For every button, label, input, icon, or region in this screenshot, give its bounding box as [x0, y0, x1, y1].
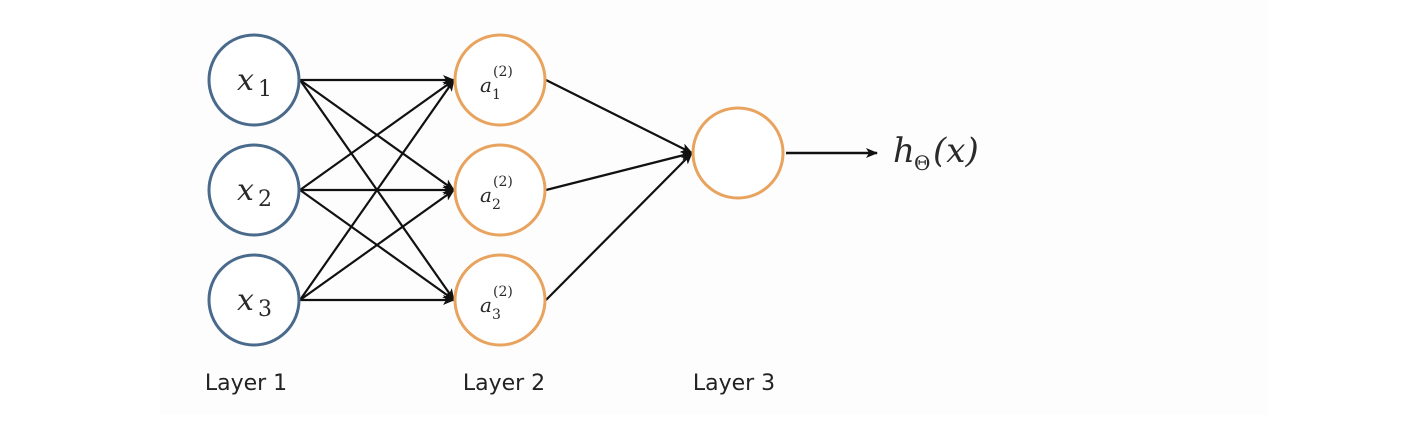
layer-1-label: Layer 1 — [205, 371, 287, 396]
edge-x2-a1 — [299, 79, 455, 191]
svg-text:1: 1 — [258, 77, 272, 102]
input-node-x2: x 2 — [207, 143, 301, 237]
edge-a2-out — [545, 150, 693, 192]
diagram-panel — [160, 0, 1268, 415]
svg-text:h: h — [893, 131, 915, 171]
svg-text:a: a — [480, 293, 492, 317]
svg-text:x: x — [237, 283, 254, 318]
svg-text:(2): (2) — [493, 174, 513, 190]
svg-text:a: a — [480, 183, 492, 207]
svg-text:2: 2 — [258, 187, 272, 212]
edge-a3-out — [545, 152, 693, 301]
svg-text:a: a — [480, 73, 492, 97]
layer-3-label: Layer 3 — [693, 371, 775, 396]
output-label: h Θ (x) — [893, 131, 979, 175]
hidden-node-a1: a (2) 1 — [453, 33, 547, 127]
edge-x3-a2 — [299, 189, 455, 301]
output-node — [691, 106, 785, 200]
svg-text:(x): (x) — [933, 131, 979, 171]
hidden-node-a3: a (2) 3 — [453, 253, 547, 347]
svg-text:3: 3 — [258, 297, 272, 322]
edge-a1-out — [545, 79, 693, 154]
edge-x3-a1 — [299, 79, 455, 301]
svg-text:Θ: Θ — [914, 151, 930, 175]
connections — [299, 75, 693, 305]
svg-text:x: x — [237, 173, 254, 208]
hidden-node-a2: a (2) 2 — [453, 143, 547, 237]
svg-text:2: 2 — [492, 197, 501, 213]
svg-text:(2): (2) — [493, 284, 513, 300]
layer-2-label: Layer 2 — [463, 371, 545, 396]
input-node-x3: x 3 — [207, 253, 301, 347]
svg-text:(2): (2) — [493, 64, 513, 80]
input-node-x1: x 1 — [207, 33, 301, 127]
svg-text:3: 3 — [492, 307, 501, 323]
svg-text:x: x — [237, 63, 254, 98]
svg-text:1: 1 — [492, 87, 501, 103]
